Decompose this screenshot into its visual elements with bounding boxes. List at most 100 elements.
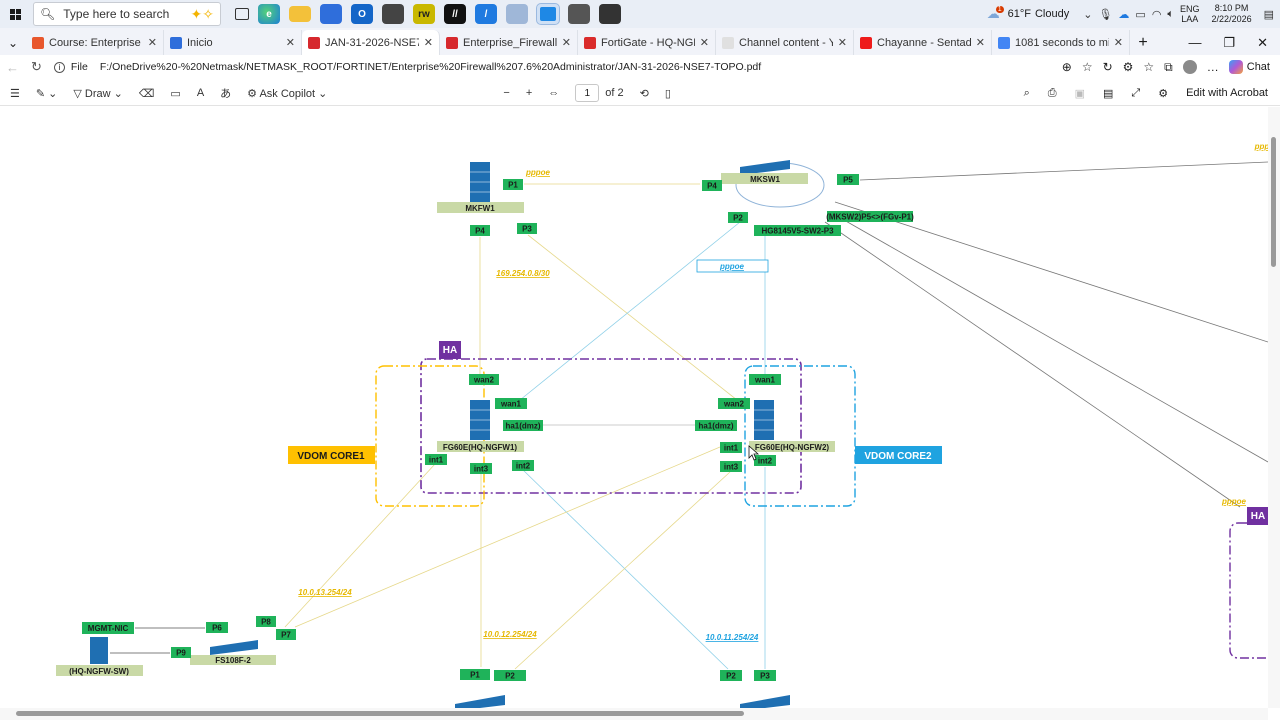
copilot-chat-button[interactable]: Chat [1228, 60, 1270, 74]
port-label-sw-p7: P7 [281, 631, 291, 640]
language-top: ENG [1180, 4, 1200, 14]
app-icon-3[interactable]: // [444, 4, 466, 24]
text-box-icon[interactable]: ▭ [170, 87, 181, 100]
draw-button[interactable]: ▽ Draw ⌄ [73, 87, 123, 100]
profile-avatar[interactable] [1182, 60, 1197, 74]
refresh-extension-icon[interactable]: ↻ [1102, 60, 1113, 74]
connection-lines [110, 161, 1268, 670]
zoom-out-icon[interactable]: − [503, 87, 510, 99]
fs108f-device: FS108F-2 [190, 640, 276, 665]
volume-icon[interactable]: 🔈︎ [1167, 7, 1175, 20]
reload-icon[interactable]: ↻ [31, 59, 42, 74]
microphone-icon[interactable]: 🎙︎ [1098, 8, 1113, 21]
chevron-up-icon[interactable]: ⌄ [1083, 8, 1093, 21]
back-arrow-icon[interactable]: ← [6, 59, 19, 75]
tab-close-icon[interactable]: ✕ [1113, 37, 1123, 49]
browser-tab[interactable]: 1081 seconds to minutes - G✕ [992, 30, 1130, 55]
new-tab-plus-icon[interactable]: + [1138, 33, 1148, 51]
tab-actions-chevron-icon[interactable]: ⌄ [7, 35, 19, 50]
cloud-sync-icon[interactable]: ☁ [1118, 8, 1130, 21]
port-label-hg-link: HG8145V5-SW2-P3 [761, 227, 834, 236]
pdf-page: MKSW1 MKFW1 FG60E(HQ-NGFW1) F [0, 107, 1268, 708]
browser-tab[interactable]: Inicio✕ [164, 30, 302, 55]
page-number-input[interactable]: 1 [575, 84, 600, 102]
fit-page-icon[interactable]: ⇔ [548, 87, 560, 99]
favorites-icon[interactable]: ☆ [1143, 60, 1155, 74]
app-icon-7[interactable] [568, 4, 590, 24]
settings-gear-icon[interactable]: ⚙ [1158, 87, 1169, 100]
start-button[interactable] [0, 0, 30, 28]
port-label-fw1-int2: int2 [516, 462, 531, 471]
line-mksw1-fw1 [519, 221, 741, 401]
file-explorer-icon[interactable] [289, 6, 311, 22]
clock-date: 2/22/2026 [1211, 14, 1252, 24]
port-box [837, 174, 859, 185]
search-pdf-icon[interactable]: ⌕ [1023, 86, 1030, 99]
edge-icon[interactable]: e [258, 4, 280, 24]
translate-icon[interactable]: あ [220, 88, 232, 100]
zoom-icon[interactable]: ⊕ [1061, 60, 1072, 74]
notification-icon[interactable]: ▤ [1263, 8, 1274, 21]
vertical-scrollbar-thumb[interactable] [1271, 137, 1276, 267]
page-view-icon[interactable]: ▯ [664, 87, 671, 100]
browser-tab[interactable]: Chayanne - Sentada Aquí En✕ [854, 30, 992, 55]
eraser-icon[interactable]: ⌫ [138, 87, 155, 100]
app-icon-4[interactable]: / [475, 4, 497, 24]
tab-close-icon[interactable]: ✕ [975, 37, 985, 49]
weather-widget[interactable]: ☁ 1 61°F Cloudy [987, 5, 1069, 22]
horizontal-scrollbar-thumb[interactable] [16, 711, 744, 716]
read-aloud-icon[interactable]: A [196, 87, 205, 99]
task-view-icon[interactable] [235, 8, 249, 20]
edit-with-acrobat-button[interactable]: Edit with Acrobat [1186, 87, 1268, 99]
horizontal-scrollbar[interactable] [0, 708, 1268, 720]
browser-tab[interactable]: Channel content - YouTube S✕ [716, 30, 854, 55]
store-icon[interactable] [320, 4, 342, 24]
minimize-icon[interactable]: — [1188, 35, 1202, 50]
browser-tab[interactable]: Enterprise_Firewall_7.6_Adm✕ [440, 30, 578, 55]
collections-icon[interactable]: ⧉ [1164, 59, 1173, 74]
extensions-icon[interactable]: ⚙ [1122, 60, 1134, 74]
tab-label: JAN-31-2026-NSE7-TOPO.pd [325, 36, 419, 49]
language-indicator[interactable]: ENG LAA [1180, 4, 1200, 24]
line-fw2-int1-switch [294, 446, 721, 628]
print-icon[interactable]: ⎙ [1047, 86, 1057, 99]
close-window-icon[interactable]: ✕ [1257, 34, 1268, 50]
app-icon-2[interactable]: rw [413, 4, 435, 24]
ask-copilot-button[interactable]: ⚙ Ask Copilot ⌄ [247, 87, 328, 100]
port-box [720, 461, 742, 472]
more-menu-icon[interactable]: … [1206, 60, 1219, 74]
tab-close-icon[interactable]: ✕ [561, 37, 571, 49]
app-icon-5[interactable] [506, 4, 528, 24]
restore-icon[interactable]: ❐ [1223, 34, 1236, 50]
highlight-icon[interactable]: ✎ ⌄ [35, 87, 58, 100]
app-icon-1[interactable] [382, 4, 404, 24]
contents-list-icon[interactable]: ☰ [10, 87, 20, 100]
switch-icon [740, 160, 790, 175]
save-as-icon[interactable]: ▤ [1102, 87, 1114, 100]
browser-tab[interactable]: Course: Enterprise Firewall 7.✕ [26, 30, 164, 55]
rotate-icon[interactable]: ⟲ [639, 87, 649, 100]
pdf-toolbar-right: ⌕ ⎙ ▣ ▤ ⤢ ⚙ Edit with Acrobat [1024, 87, 1280, 100]
fullscreen-icon[interactable]: ⤢ [1131, 86, 1141, 99]
tab-close-icon[interactable]: ✕ [147, 37, 157, 49]
tab-close-icon[interactable]: ✕ [699, 37, 709, 49]
tab-close-icon[interactable]: ✕ [423, 37, 433, 49]
weather-temp: 61°F [1007, 8, 1031, 20]
tab-close-icon[interactable]: ✕ [285, 37, 295, 49]
app-icon-6[interactable] [536, 3, 560, 25]
favorite-star-icon[interactable]: ☆ [1081, 60, 1093, 74]
zoom-in-icon[interactable]: + [525, 87, 533, 99]
wifi-icon[interactable]: ◠ [1151, 8, 1162, 21]
tab-close-icon[interactable]: ✕ [837, 37, 847, 49]
browser-tab[interactable]: JAN-31-2026-NSE7-TOPO.pd ✕ [302, 30, 440, 55]
save-icon[interactable]: ▣ [1074, 87, 1085, 100]
clock[interactable]: 8:10 PM 2/22/2026 [1212, 3, 1252, 25]
display-icon[interactable]: ▭ [1135, 8, 1146, 21]
outlook-icon[interactable]: O [351, 4, 373, 24]
browser-tab[interactable]: FortiGate - HQ-NGFW2✕ [578, 30, 716, 55]
taskbar-search[interactable]: 🔍︎ Type here to search ✦✧ [33, 2, 221, 26]
vertical-scrollbar[interactable] [1268, 107, 1280, 708]
address-bar-row: ← ↻ i File F:/OneDrive%20-%20Netmask/NET… [0, 55, 1280, 79]
app-icon-8[interactable] [599, 4, 621, 24]
address-bar[interactable]: i File F:/OneDrive%20-%20Netmask/NETMASK… [53, 61, 1050, 73]
